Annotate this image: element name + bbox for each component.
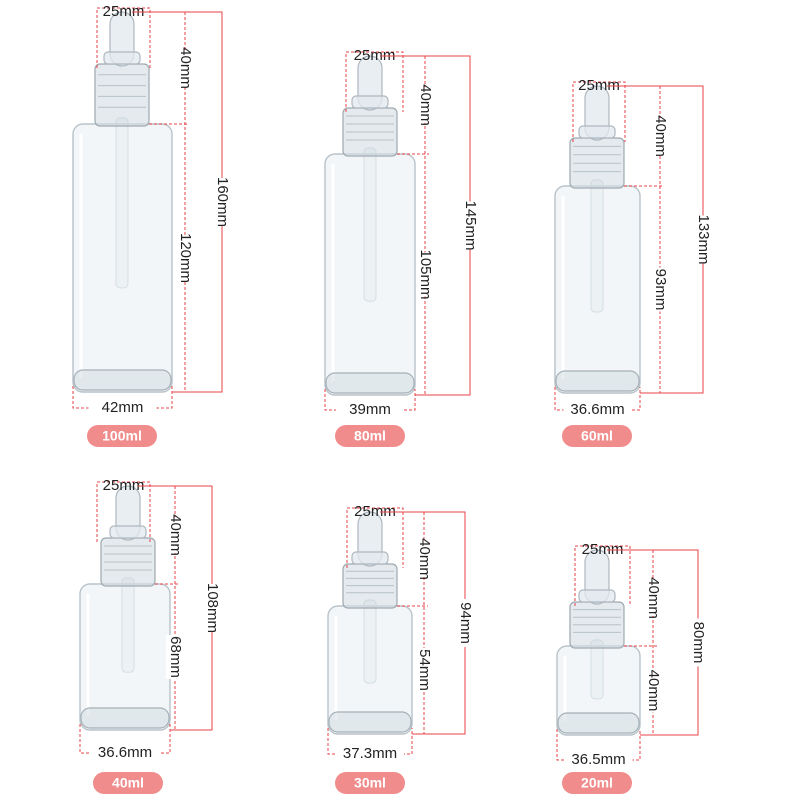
bottle-40ml: 25mm 108mm 40mm 68mm 36.6mm 40ml xyxy=(79,477,221,794)
bottle-60ml: 25mm 133mm 40mm 93mm 36.6mm 60ml xyxy=(554,77,712,447)
total-height-label: 145mm xyxy=(462,200,479,250)
label-backing xyxy=(176,236,194,280)
glass-base xyxy=(557,712,640,734)
bulb-rim xyxy=(103,51,141,65)
glass-base xyxy=(325,372,415,394)
glass-base xyxy=(328,711,412,733)
diameter-label: 37.3mm xyxy=(343,745,397,762)
label-backing xyxy=(415,541,433,577)
label-backing xyxy=(694,215,712,264)
glass-base xyxy=(555,370,640,392)
capacity-badge xyxy=(562,425,632,447)
capacity-label: 20ml xyxy=(581,775,613,791)
bottle-30ml: 25mm 94mm 40mm 54mm 37.3mm 30ml xyxy=(327,503,474,794)
diameter-label: 39mm xyxy=(349,401,391,418)
dropper-width-label: 25mm xyxy=(582,541,624,558)
label-backing xyxy=(416,87,434,123)
body-height-label: 54mm xyxy=(416,649,433,691)
label-backing xyxy=(564,752,633,768)
bottle-100ml: 25mm 160mm 40mm 120mm 42mm 100ml xyxy=(72,3,231,447)
body-height-label: 105mm xyxy=(417,249,434,299)
glass-base xyxy=(80,707,170,729)
capacity-badge xyxy=(93,772,163,794)
glass-body xyxy=(324,153,416,396)
dropper-width-guide xyxy=(572,81,626,142)
dropper-width-guide xyxy=(96,7,151,68)
glass-base xyxy=(73,369,172,391)
total-height-label: 80mm xyxy=(690,622,707,664)
dropper-height-label: 40mm xyxy=(177,47,194,89)
total-height-label: 94mm xyxy=(457,602,474,644)
label-backing xyxy=(213,178,231,226)
capacity-label: 60ml xyxy=(581,428,613,444)
dropper-width-label: 25mm xyxy=(578,77,620,94)
capacity-label: 100ml xyxy=(102,428,142,444)
diameter-label: 42mm xyxy=(102,399,144,416)
total-height-label: 160mm xyxy=(214,177,231,227)
label-backing xyxy=(416,252,434,297)
diameter-label: 36.6mm xyxy=(570,401,624,418)
dropper-width-label: 25mm xyxy=(354,503,396,520)
diameter-label: 36.5mm xyxy=(571,751,625,768)
dropper-width-guide xyxy=(346,507,404,568)
dropper-width-label: 25mm xyxy=(103,477,145,494)
label-backing xyxy=(176,50,194,86)
label-backing xyxy=(166,635,184,679)
dropper-width-label: 25mm xyxy=(103,3,145,20)
bulb-rim xyxy=(351,95,389,109)
label-backing xyxy=(456,599,474,647)
capacity-badge xyxy=(335,772,405,794)
dropper-height-label: 40mm xyxy=(416,538,433,580)
glass-body xyxy=(554,185,641,394)
label-backing xyxy=(166,517,184,553)
label-backing xyxy=(336,746,404,762)
capacity-badge xyxy=(335,425,405,447)
label-backing xyxy=(461,201,479,250)
dropper-width-label: 25mm xyxy=(354,47,396,64)
body-height-label: 68mm xyxy=(167,636,184,678)
capacity-badge xyxy=(562,772,632,794)
label-backing xyxy=(336,402,404,418)
label-backing xyxy=(644,668,662,713)
dropper-width-guide xyxy=(345,51,404,112)
label-backing xyxy=(88,400,157,416)
bulb-rim xyxy=(351,551,389,565)
dropper-height-label: 40mm xyxy=(652,115,669,157)
capacity-badge xyxy=(87,425,157,447)
capacity-label: 80ml xyxy=(354,428,386,444)
total-height-label: 108mm xyxy=(204,583,221,633)
label-backing xyxy=(91,745,159,761)
capacity-label: 40ml xyxy=(112,775,144,791)
bulb-rim xyxy=(109,525,147,539)
body-height-label: 40mm xyxy=(645,670,662,712)
label-backing xyxy=(203,584,221,632)
label-backing xyxy=(415,648,433,692)
bottle-20ml: 25mm 80mm 40mm 40mm 36.5mm 20ml xyxy=(556,541,707,794)
body-height-label: 93mm xyxy=(652,269,669,311)
label-backing xyxy=(689,618,707,667)
total-height-label: 133mm xyxy=(695,214,712,264)
body-height-label: 120mm xyxy=(177,233,194,283)
capacity-label: 30ml xyxy=(354,775,386,791)
dropper-height-label: 40mm xyxy=(167,514,184,556)
glass-body xyxy=(72,123,173,393)
label-backing xyxy=(651,118,669,154)
dropper-height-label: 40mm xyxy=(645,577,662,619)
bulb-rim xyxy=(578,589,616,603)
dropper-height-label: 40mm xyxy=(417,84,434,126)
label-backing xyxy=(563,402,632,418)
diameter-label: 36.6mm xyxy=(98,744,152,761)
bottles-layer: 25mm 160mm 40mm 120mm 42mm 100ml 25mm 145mm 40mm… xyxy=(72,3,712,794)
dropper-width-guide xyxy=(96,481,151,542)
dropper-collar xyxy=(94,63,150,127)
label-backing xyxy=(644,580,662,616)
bulb-rim xyxy=(578,125,616,139)
label-backing xyxy=(651,267,669,312)
bottle-80ml: 25mm 145mm 40mm 105mm 39mm 80ml xyxy=(324,47,479,447)
dropper-width-guide xyxy=(574,545,631,606)
